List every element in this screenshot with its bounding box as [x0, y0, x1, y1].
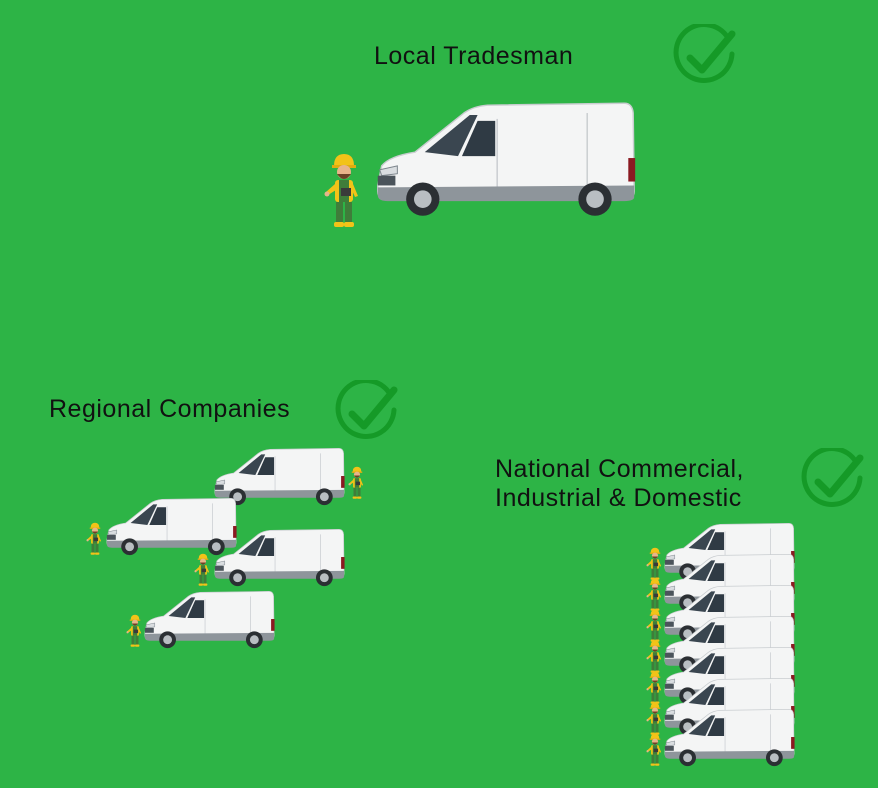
tier-label-regional: Regional Companies	[49, 395, 291, 423]
van-icon	[210, 528, 348, 588]
check-circle-icon	[800, 448, 866, 514]
check-circle-icon	[334, 380, 400, 446]
van-icon	[660, 708, 798, 768]
check-circle-icon	[672, 24, 738, 90]
worker-icon	[194, 552, 212, 587]
tier-label-local: Local Tradesman	[374, 42, 574, 70]
van-icon	[368, 100, 642, 220]
tier-label-national-line1: National Commercial,	[495, 455, 744, 483]
worker-icon	[322, 150, 366, 230]
worker-icon	[348, 465, 366, 500]
tier-label-national-line2: Industrial & Domestic	[495, 484, 742, 512]
van-icon	[140, 590, 278, 650]
worker-icon	[646, 732, 664, 767]
worker-icon	[126, 613, 144, 648]
tier-label-national: National Commercial, Industrial & Domest…	[495, 455, 744, 513]
worker-icon	[86, 521, 104, 556]
